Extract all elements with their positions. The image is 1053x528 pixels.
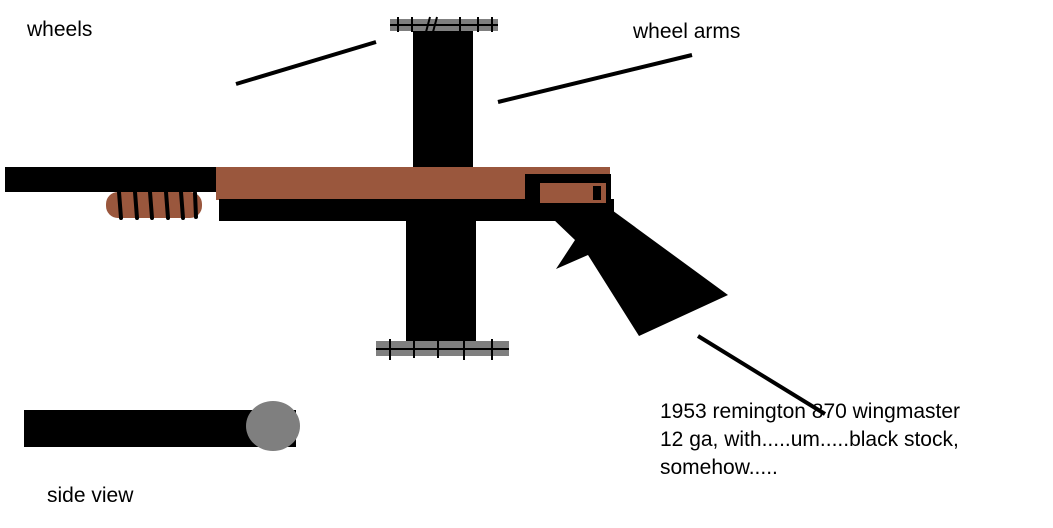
top-wheel-arm [413, 27, 473, 172]
wheel-arms-pointer-line [497, 53, 693, 104]
side-view-wheel [246, 401, 300, 451]
ejection-port-slot [593, 186, 601, 200]
top-wheel-tread-marks [390, 16, 498, 33]
bottom-wheel-tread-marks [376, 339, 509, 360]
wheels-label: wheels [27, 18, 93, 41]
stock [552, 205, 728, 336]
side-view-label: side view [47, 484, 134, 507]
wheels-pointer-line [235, 40, 377, 86]
description-pointer-line [696, 334, 827, 416]
description-line-2: 12 ga, with.....um.....black stock, [660, 428, 959, 451]
pump-grip [106, 192, 202, 218]
bottom-wheel-arm [406, 215, 476, 345]
ejection-port [540, 183, 606, 203]
pump-grip-grooves [117, 190, 198, 220]
lower-rail [219, 199, 614, 221]
description-line-3: somehow..... [660, 456, 778, 479]
wheel-arms-label: wheel arms [633, 20, 741, 43]
barrel [5, 167, 220, 192]
description-line-1: 1953 remington 870 wingmaster [660, 400, 961, 423]
description-text: 1953 remington 870 wingmaster 12 ga, wit… [660, 398, 960, 482]
